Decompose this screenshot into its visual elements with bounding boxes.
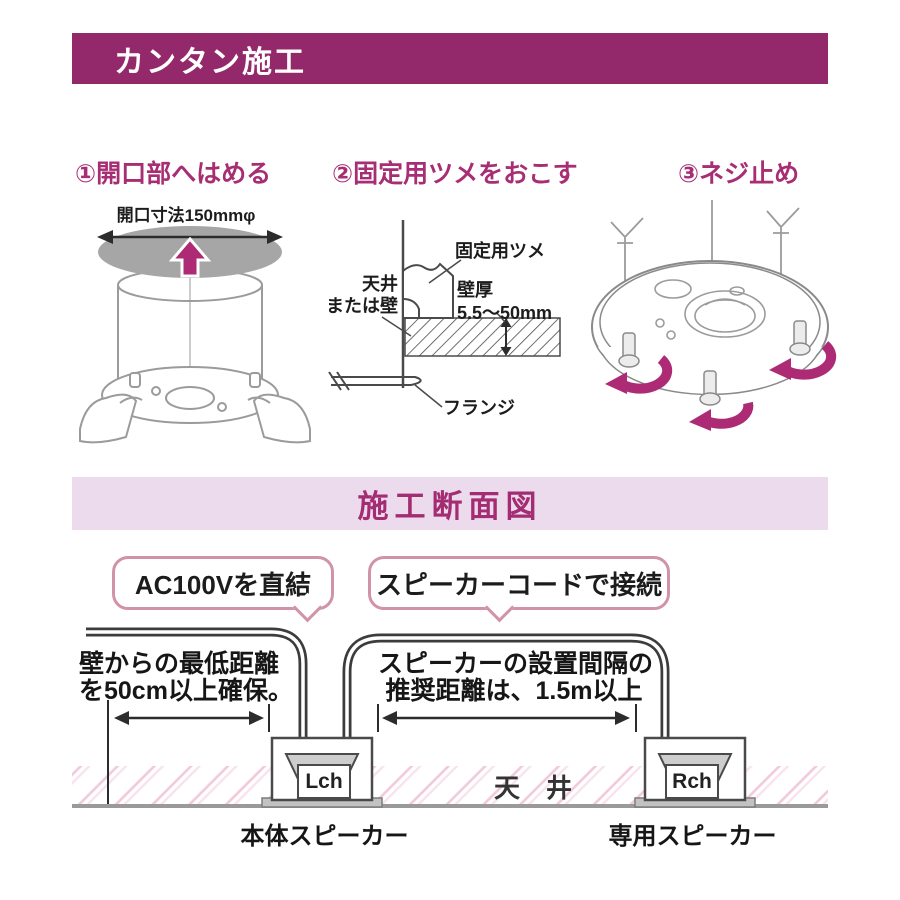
arrowhead	[114, 711, 129, 725]
fit-into-opening-illustration: 開口寸法150mmφ	[79, 195, 311, 444]
rotation-arrow-icons	[605, 341, 837, 431]
ceiling-bottom-line	[72, 804, 828, 808]
up-arrow-icon	[168, 236, 212, 278]
spacing-note: スピーカーの設置間隔の 推奨距離は、1.5m以上	[378, 650, 654, 705]
speaker-cable	[342, 633, 670, 740]
speaker-cord-text: スピーカーコードで接続	[375, 569, 662, 600]
step-1-heading: ①開口部へはめる	[75, 160, 272, 188]
dedicated-speaker-label: 専用スピーカー	[608, 823, 777, 850]
speaker-insert-drawing	[79, 226, 311, 444]
section-banner: 施工断面図	[72, 477, 828, 530]
wall-thickness-label: 壁厚 5.5〜50mm	[457, 280, 553, 323]
speaker-cord-bubble: スピーカーコードで接続	[368, 556, 670, 623]
claw-cross-section-drawing	[328, 220, 561, 408]
speaker-spacing-arrow	[377, 704, 637, 732]
wall-distance-arrow	[107, 700, 270, 804]
wall-section-hatch	[404, 317, 561, 357]
main-speaker-label: 本体スピーカー	[240, 823, 409, 850]
arrowhead	[382, 711, 397, 725]
ac-connection-bubble: AC100Vを直結	[112, 556, 334, 623]
wall-distance-note: 壁からの最低距離 を50cm以上確保。	[79, 650, 293, 705]
fixing-claw-shape	[402, 262, 454, 319]
ac-power-cable	[86, 627, 308, 740]
arrowhead	[615, 711, 630, 725]
left-channel-badge: Lch	[297, 764, 351, 799]
leader-lines	[381, 259, 506, 408]
header-bar: カンタン施工	[72, 33, 828, 84]
step-3-heading: ③ネジ止め	[678, 160, 800, 188]
page-title: カンタン施工	[114, 45, 306, 79]
right-channel-badge: Rch	[665, 764, 719, 799]
screws	[618, 320, 811, 406]
ac-connection-text: AC100Vを直結	[134, 569, 312, 600]
section-banner-title: 施工断面図	[357, 489, 543, 524]
opening-dimension-label: 開口寸法150mmφ	[116, 206, 256, 225]
speaker-body-outline	[101, 268, 279, 424]
arrowhead	[249, 711, 264, 725]
step-2-heading: ②固定用ツメをおこす	[332, 160, 578, 188]
flange-label: フランジ	[443, 398, 515, 418]
claw-label: 固定用ツメ	[455, 241, 545, 261]
hands-icon	[79, 393, 311, 444]
thickness-arrow-icon	[500, 318, 512, 356]
ceiling-label: 天 井	[493, 773, 572, 803]
speaker-base-drawing	[591, 200, 837, 431]
flange-shape	[328, 371, 422, 391]
ceiling-or-wall-label: 天井 または壁	[326, 274, 398, 316]
base-detail-lines	[654, 279, 766, 340]
screw-fastening-illustration	[585, 195, 837, 445]
fixing-claw-illustration: 固定用ツメ 天井 または壁 壁厚 5.5〜50mm フランジ	[325, 195, 575, 440]
